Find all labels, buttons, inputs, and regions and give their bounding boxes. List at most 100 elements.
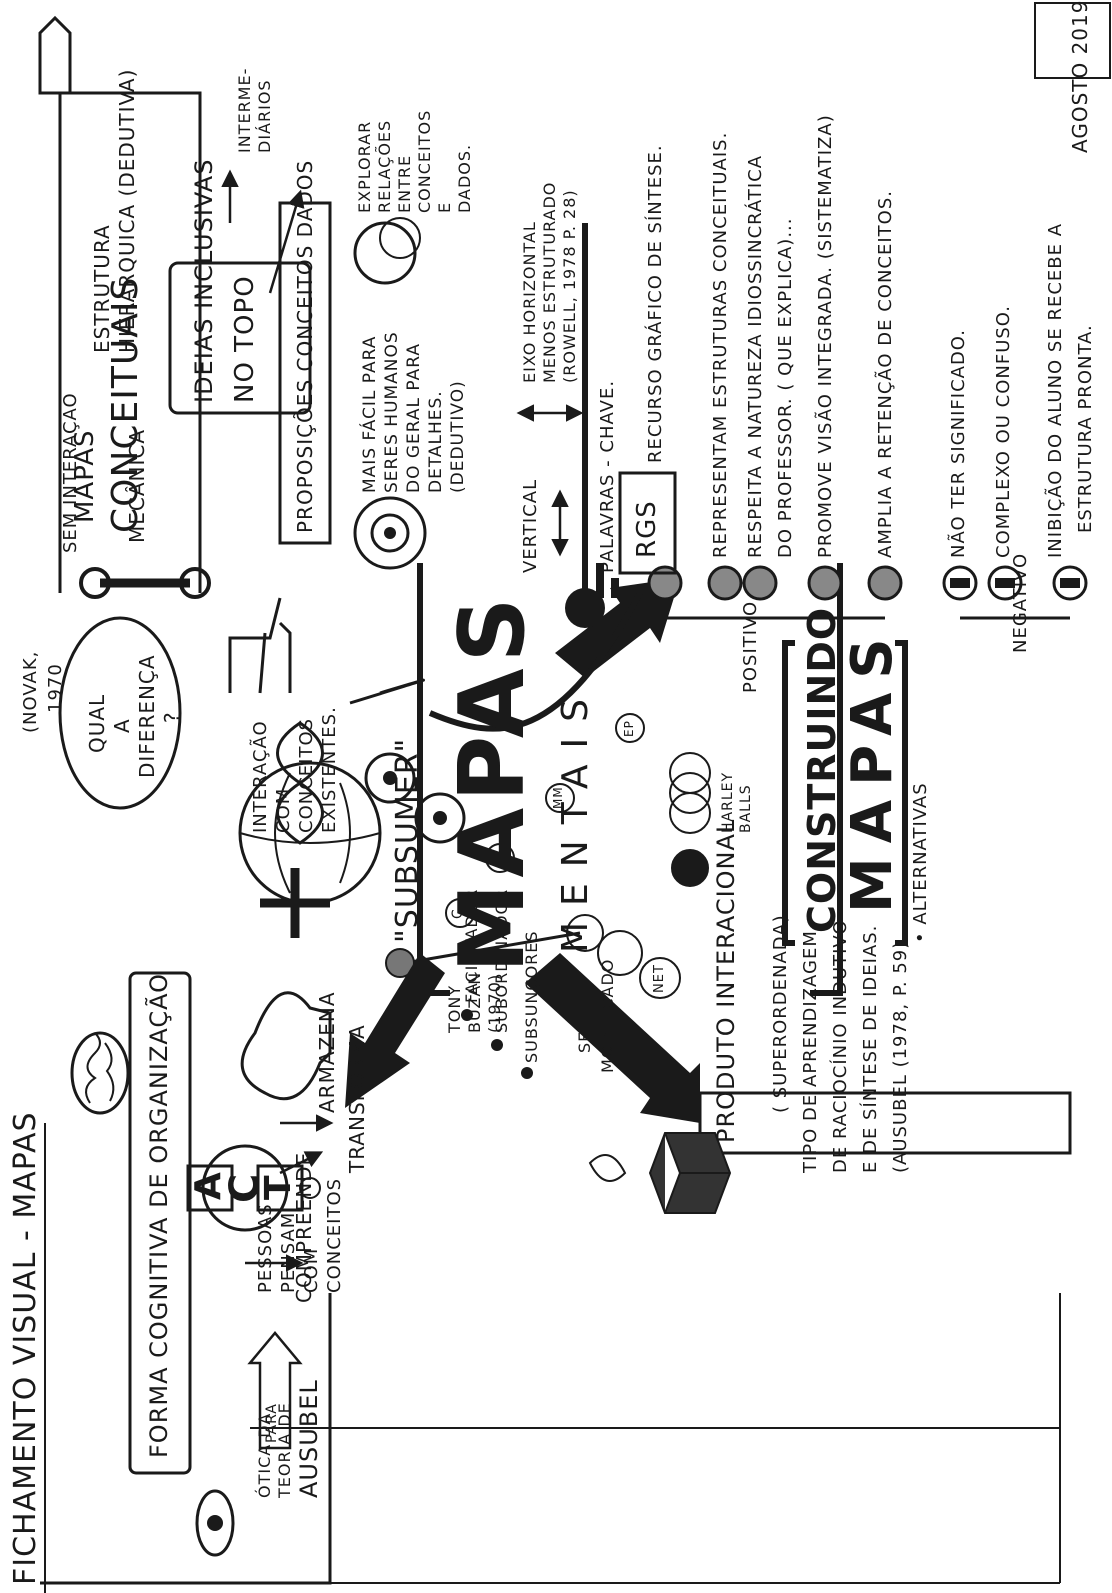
harley-ball-filled [671, 849, 709, 887]
pessoas-line-1: PESSOAS [255, 1203, 276, 1293]
palavras-chave-label: PALAVRAS - CHAVE. [597, 379, 618, 573]
positivo-label: POSITIVO [740, 600, 761, 693]
positivo-item-5: PROMOVE VISÃO INTEGRADA. (SISTEMATIZA) [815, 114, 836, 558]
mapas-conceituais-1: MAPAS [70, 429, 100, 523]
alternativas-label: • ALTERNATIVAS [910, 782, 931, 943]
positivo-bullet-4 [807, 565, 843, 601]
negativo-item-4: ESTRUTURA PRONTA. [1075, 324, 1096, 533]
forma-cognitiva-text: FORMA COGNITIVA DE ORGANIZAÇÃO [145, 972, 173, 1458]
infinity-icon [276, 721, 324, 845]
page-title: FICHAMENTO VISUAL - MAPAS [8, 1111, 43, 1585]
negativo-item-1: NÃO TER SIGNIFICADO. [948, 329, 969, 558]
ideias-1: IDEIAS INCLUSIVAS [190, 158, 218, 403]
se-modificado-3: ... [620, 1054, 639, 1073]
forma-cognitiva-box [128, 971, 192, 1475]
speech-bubble [58, 616, 182, 810]
tony-buzan-1: TONY [445, 984, 464, 1033]
mais-facil-3: DO GERAL PARA [404, 343, 424, 493]
eixo-1: EIXO HORIZONTAL [520, 221, 539, 383]
para-ele-arrow [247, 1331, 303, 1450]
cta-box-t [256, 1164, 304, 1212]
arrow-to-bottom [525, 953, 700, 1123]
cta-box-a [186, 1164, 234, 1212]
cta-letter-a: A [188, 1171, 229, 1200]
negativo-item-2: COMPLEXO OU CONFUSO. [993, 305, 1014, 558]
positivo-bullet-2 [707, 565, 743, 601]
scribble-icon [353, 221, 417, 285]
explorar-6: DADOS. [455, 143, 474, 213]
qual-2: A [110, 718, 134, 733]
intermediarios-2: DIÁRIOS [255, 79, 274, 153]
negativo-bullet-2 [987, 565, 1023, 601]
produto-label: PRODUTO INTERACIONAL [712, 818, 740, 1143]
harley-label-2: BALLS [738, 784, 754, 833]
armazena-label: ARMAZENA [315, 991, 339, 1114]
rgs-box [618, 471, 677, 575]
explorar-2: RELAÇÕES [375, 119, 394, 213]
explorar-1: EXPLORAR [355, 120, 374, 213]
pessoas-line-3: COM [301, 1247, 322, 1293]
marker-c [445, 898, 475, 928]
explorar-4: CONCEITOS [415, 109, 434, 213]
superordenada-5: (AUSUBEL (1978, P. 59) [890, 940, 911, 1173]
marker-net [639, 957, 681, 999]
eixo-2: MENOS ESTRUTURADO [540, 181, 559, 383]
pencil-icon [38, 15, 72, 95]
interacao-line-4: EXISTENTES. [319, 706, 340, 833]
marker-net-label: NET [652, 964, 667, 993]
negativo-item-3: INIBIÇÃO DO ALUNO SE RECEBE A [1045, 222, 1066, 558]
interacao-line-3: CONCEITOS [296, 717, 317, 833]
positivo-item-3: RESPEITA A NATUREZA IDIOSSINCRÁTICA [745, 154, 766, 558]
qual-4: ? [160, 711, 184, 723]
mentais-title: MENTAIS [555, 682, 596, 953]
harley-label-1: HARLEY [720, 771, 736, 833]
mais-facil-4: DETALHES. [426, 390, 446, 493]
se-modificado-1: SE [575, 1030, 594, 1053]
ideias-box [168, 261, 312, 415]
brain-icon [70, 1031, 130, 1115]
cta-circle-c [201, 1144, 289, 1232]
interacao-line-2: COM [273, 787, 294, 833]
positivo-item-4: DO PROFESSOR. ( QUE EXPLICA)... [775, 217, 796, 558]
mais-facil-5: (DEDUTIVO) [448, 380, 468, 493]
marker-c-label: C [450, 908, 466, 919]
positivo-bullet-3 [742, 565, 778, 601]
negativo-bullet-1 [942, 565, 978, 601]
marker-ep-label: EP [622, 720, 636, 737]
hand-icon [228, 597, 292, 694]
pessoas-line-2: PENSAM [278, 1211, 299, 1293]
marker-mm [545, 783, 575, 813]
superordenada-2: TIPO DE APRENDIZAGEM [800, 930, 821, 1173]
marker-ep [615, 713, 645, 743]
qual-1: QUAL [85, 693, 109, 753]
qual-3: DIFERENÇA [135, 654, 159, 778]
positivo-item-1: RECURSO GRÁFICO DE SÍNTESE. [645, 144, 666, 463]
mais-facil-1: MAIS FÁCIL PARA [360, 335, 380, 493]
marker-mm-label: MM [551, 786, 565, 809]
vertical-label: VERTICAL [520, 478, 541, 573]
date-label: AGOSTO 2019 [1068, 0, 1092, 153]
proposicoes-box [278, 201, 332, 545]
mapas-conceituais-card [58, 91, 202, 593]
negativo-bullet-3 [1052, 565, 1088, 601]
negativo-label: NEGATIVO [1010, 552, 1031, 653]
positivo-bullet-1 [647, 565, 683, 601]
rgs-label: RGS [632, 500, 662, 558]
positivo-item-6: AMPLIA A RETENÇÃO DE CONCEITOS. [875, 190, 896, 558]
para-label: PARA [264, 1403, 280, 1443]
construindo-bracket [782, 640, 908, 946]
otica-line-3: AUSUBEL [295, 1379, 323, 1498]
eixo-3: (ROWELL, 1978 P. 28) [560, 189, 579, 383]
eye-icon [195, 1489, 235, 1557]
curve-connector [428, 591, 643, 732]
transforma-label: TRANSFORMA [345, 1024, 369, 1173]
leaf-icon [588, 1154, 627, 1182]
superordenada-3: DE RACIOCÍNIO INDUTIVO [830, 919, 851, 1173]
pessoas-line-4: CONCEITOS [324, 1177, 345, 1293]
date-box [1034, 2, 1111, 79]
construindo-mapas: MAPAS [840, 624, 905, 913]
superordenada-4: E DE SÍNTESE DE IDEIAS. [860, 924, 881, 1173]
explorar-3: ENTRE [395, 154, 414, 213]
